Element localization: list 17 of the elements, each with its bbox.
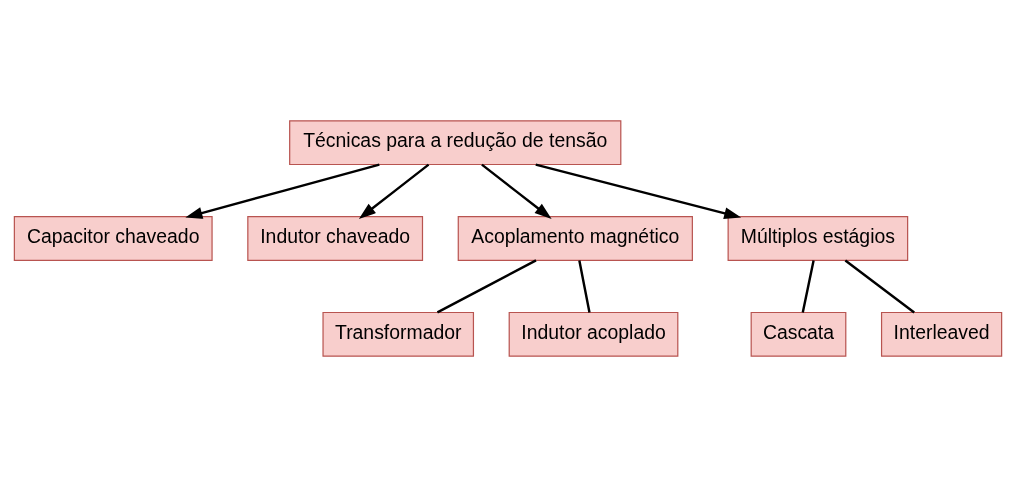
node-box: Acoplamento magnético	[457, 216, 693, 261]
node-box: Interleaved	[880, 311, 1003, 357]
node-box: Capacitor chaveado	[13, 216, 213, 261]
node-box: Indutor chaveado	[247, 216, 424, 261]
connector	[578, 260, 591, 313]
node-box: Cascata	[750, 311, 847, 357]
node-box: Indutor acoplado	[508, 311, 679, 357]
node-box: Técnicas para a redução de tensão	[289, 120, 622, 166]
connector	[844, 259, 915, 314]
node-box: Múltiplos estágios	[727, 216, 909, 261]
connector	[436, 259, 537, 314]
node-box: Transformador	[322, 311, 475, 357]
arrow	[481, 163, 552, 219]
arrow	[185, 163, 380, 219]
connector	[801, 260, 815, 313]
arrow	[358, 163, 430, 219]
arrow	[535, 163, 742, 220]
